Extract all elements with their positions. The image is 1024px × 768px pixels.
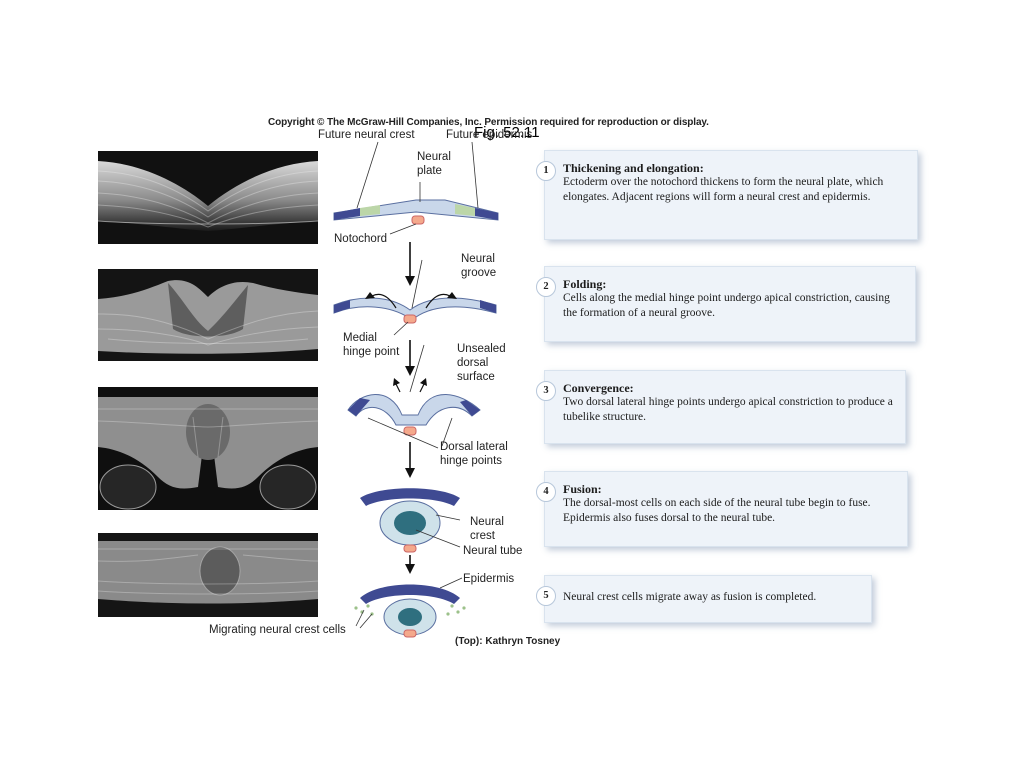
step-heading: Thickening and elongation:: [563, 161, 704, 175]
step-heading: Convergence:: [563, 381, 634, 395]
image-credit: (Top): Kathryn Tosney: [455, 636, 561, 647]
step-heading: Fusion:: [563, 482, 602, 496]
step-number: 5: [536, 586, 556, 606]
step-number: 3: [536, 381, 556, 401]
sem-micrograph-stage-1: [98, 151, 318, 244]
label-future-epidermis: Future epidermis: [446, 129, 533, 141]
step-box-2: 2 Folding: Cells along the medial hinge …: [536, 266, 916, 342]
step-body: The dorsal-most cells on each side of th…: [563, 497, 871, 524]
label-neural-groove: Neural groove: [461, 253, 497, 279]
sem-micrograph-stage-4: [98, 533, 318, 617]
label-neural-crest: Neural crest: [470, 516, 504, 542]
sem-micrograph-stage-3: [98, 387, 318, 510]
stage-2-folding: [333, 259, 497, 336]
stage-5-migration: [354, 577, 466, 638]
step-body: Two dorsal lateral hinge points undergo …: [563, 396, 893, 423]
label-future-neural-crest: Future neural crest: [318, 129, 415, 141]
label-unsealed-dorsal-surface: Unsealed dorsal surface: [457, 343, 506, 383]
label-medial-hinge-point: Medial hinge point: [343, 332, 400, 358]
step-box-4: 4 Fusion: The dorsal-most cells on each …: [536, 471, 908, 547]
step-box-3: 3 Convergence: Two dorsal lateral hinge …: [536, 370, 906, 444]
label-migrating-neural-crest-cells: Migrating neural crest cells: [209, 624, 346, 636]
step-number: 4: [536, 482, 556, 502]
step-box-1: 1 Thickening and elongation: Ectoderm ov…: [536, 150, 918, 240]
stage-4-fusion: [360, 488, 461, 553]
label-neural-plate: Neural plate: [417, 151, 451, 177]
stage-1-neural-plate: [333, 141, 499, 235]
label-notochord: Notochord: [334, 233, 388, 245]
label-neural-tube: Neural tube: [463, 545, 523, 557]
figure-title: Fig. 52.11: [474, 124, 540, 141]
copyright-notice: Copyright © The McGraw-Hill Companies, I…: [268, 117, 709, 128]
step-box-5: 5 Neural crest cells migrate away as fus…: [536, 575, 872, 623]
stage-3-convergence: [347, 344, 481, 449]
sem-micrograph-stage-2: [98, 269, 318, 361]
step-body: Neural crest cells migrate away as fusio…: [563, 591, 817, 603]
neurulation-schematic: [333, 141, 499, 638]
label-dorsal-lateral-hinge-points: Dorsal lateral hinge points: [440, 441, 508, 467]
step-body: Cells along the medial hinge point under…: [563, 292, 890, 319]
step-body: Ectoderm over the notochord thickens to …: [563, 176, 884, 203]
step-heading: Folding:: [563, 277, 607, 291]
label-epidermis: Epidermis: [463, 573, 515, 585]
step-number: 2: [536, 277, 556, 297]
step-number: 1: [536, 161, 556, 181]
